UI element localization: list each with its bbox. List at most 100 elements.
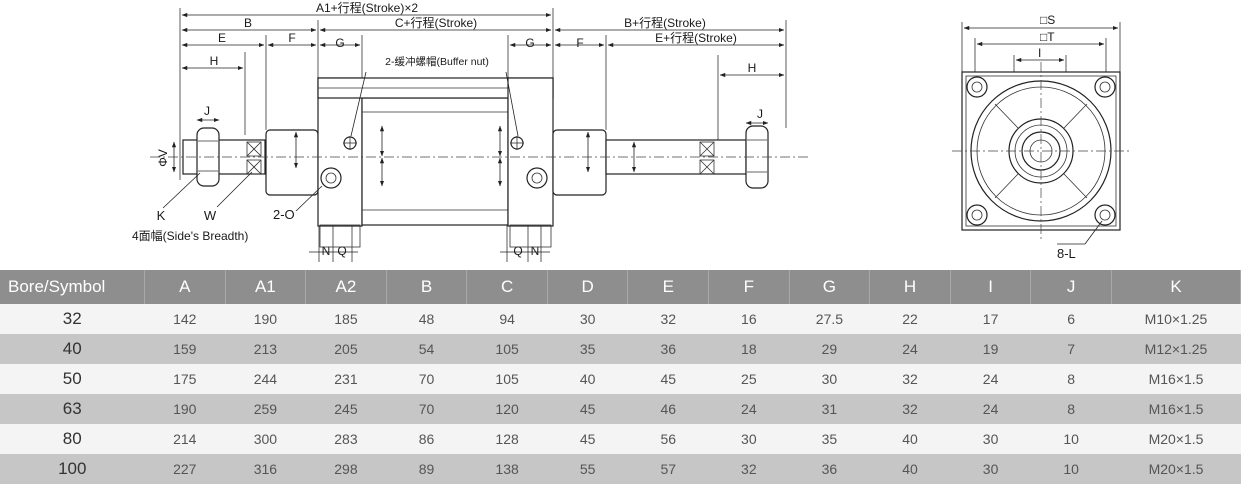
column-header: B <box>386 270 468 304</box>
table-cell: 142 <box>144 304 226 334</box>
table-cell: 10 <box>1030 454 1112 484</box>
label-t: □T <box>1040 30 1055 44</box>
table-cell: 31 <box>789 394 870 424</box>
column-header: D <box>547 270 629 304</box>
table-cell: 100 <box>0 454 145 484</box>
table-cell: 40 <box>869 424 951 454</box>
table-cell: 94 <box>466 304 548 334</box>
table-cell: 32 <box>708 454 790 484</box>
table-cell: 22 <box>869 304 951 334</box>
table-cell: 32 <box>0 304 145 334</box>
label-l: 8-L <box>1057 246 1076 261</box>
table-cell: 35 <box>547 334 628 364</box>
label-n-right: N <box>531 244 540 258</box>
table-cell: 40 <box>869 454 951 484</box>
table-cell: 57 <box>627 454 709 484</box>
table-cell: 40 <box>547 364 628 394</box>
label-q-left: Q <box>337 244 346 258</box>
label-j-left: J <box>204 104 210 118</box>
table-cell: 7 <box>1030 334 1112 364</box>
label-a1-stroke-x2: A1+行程(Stroke)×2 <box>316 0 418 15</box>
label-e-stroke: E+行程(Stroke) <box>655 30 737 45</box>
table-cell: 231 <box>305 364 387 394</box>
table-cell: 27.5 <box>789 304 870 334</box>
label-v-left: ΦV <box>156 149 170 167</box>
table-cell: 25 <box>708 364 790 394</box>
label-n-left: N <box>322 244 331 258</box>
table-cell: 105 <box>466 334 548 364</box>
table-cell: 70 <box>386 364 467 394</box>
label-q-right: Q <box>513 244 522 258</box>
table-cell: 190 <box>225 304 306 334</box>
label-b: B <box>244 16 252 30</box>
table-cell: 16 <box>708 304 790 334</box>
table-cell: 36 <box>789 454 870 484</box>
table-cell: 30 <box>789 364 870 394</box>
cylinder-dimension-drawing: A1+行程(Stroke)×2 B C+行程(Stroke) B+行程(Stro… <box>132 0 1130 262</box>
table-cell: 30 <box>708 424 790 454</box>
table-cell: 190 <box>144 394 226 424</box>
column-header: F <box>708 270 790 304</box>
label-c-stroke: C+行程(Stroke) <box>395 15 477 30</box>
label-b-stroke: B+行程(Stroke) <box>624 15 706 30</box>
table-cell: 32 <box>869 364 951 394</box>
column-header: E <box>627 270 710 304</box>
table-cell: 40 <box>0 334 145 364</box>
table-cell: 283 <box>305 424 387 454</box>
column-header: C <box>466 270 548 304</box>
table-cell: 45 <box>547 394 628 424</box>
table-cell: 205 <box>305 334 387 364</box>
label-i: I <box>1038 46 1041 60</box>
dimension-lines <box>181 12 785 253</box>
table-cell: 35 <box>789 424 870 454</box>
label-g-right: G <box>525 36 534 50</box>
table-cell: 138 <box>466 454 548 484</box>
table-cell: 54 <box>386 334 467 364</box>
table-cell: 89 <box>386 454 467 484</box>
table-cell: 86 <box>386 424 467 454</box>
table-cell: 19 <box>950 334 1031 364</box>
label-e: E <box>218 31 226 45</box>
table-cell: 128 <box>466 424 548 454</box>
column-header: K <box>1111 270 1241 304</box>
end-view: □S □T I 8-L <box>952 13 1130 261</box>
table-cell: 8 <box>1030 394 1112 424</box>
table-cell: 244 <box>225 364 306 394</box>
label-buffer-nut: 2-缓冲螺帽(Buffer nut) <box>385 55 489 68</box>
table-cell: M20×1.5 <box>1111 454 1241 484</box>
table-cell: 8 <box>1030 364 1112 394</box>
table-cell: 18 <box>708 334 790 364</box>
table-cell: 300 <box>225 424 306 454</box>
column-header: Bore/Symbol <box>0 270 145 304</box>
label-o: 2-O <box>273 207 295 222</box>
table-cell: 63 <box>0 394 145 424</box>
table-cell: 24 <box>869 334 951 364</box>
label-j-right: J <box>757 107 763 121</box>
table-cell: 24 <box>950 364 1031 394</box>
label-w: W <box>204 208 217 223</box>
table-cell: 70 <box>386 394 467 424</box>
table-cell: 159 <box>144 334 226 364</box>
table-cell: 50 <box>0 364 145 394</box>
table-cell: 24 <box>708 394 790 424</box>
table-cell: 46 <box>627 394 709 424</box>
extension-lines <box>179 8 787 262</box>
column-header: J <box>1030 270 1112 304</box>
table-cell: 316 <box>225 454 306 484</box>
table-cell: 30 <box>950 424 1031 454</box>
table-cell: 185 <box>305 304 387 334</box>
table-cell: M12×1.25 <box>1111 334 1241 364</box>
table-cell: 80 <box>0 424 145 454</box>
table-cell: M16×1.5 <box>1111 364 1241 394</box>
table-cell: 48 <box>386 304 467 334</box>
table-cell: 298 <box>305 454 387 484</box>
table-cell: 29 <box>789 334 870 364</box>
table-cell: 32 <box>627 304 709 334</box>
column-header: A <box>144 270 226 304</box>
column-header: A2 <box>305 270 387 304</box>
